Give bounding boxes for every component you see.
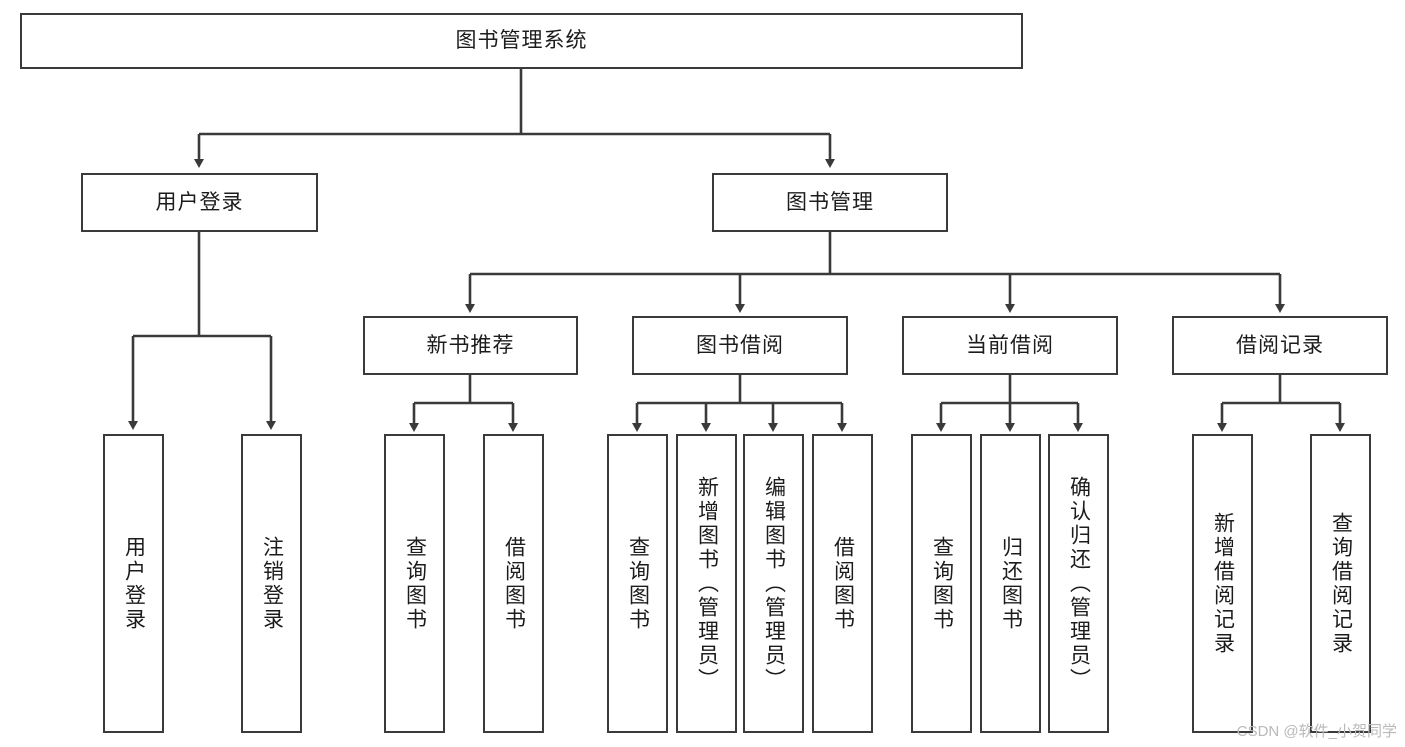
node-leaf-user-login[interactable]: 用户登录 (103, 434, 164, 733)
node-leaf-logout[interactable]: 注销登录 (241, 434, 302, 733)
node-leaf-query-book-a-label: 查询图书 (403, 535, 427, 632)
node-borrow-record[interactable]: 借阅记录 (1172, 316, 1388, 375)
node-book-manage[interactable]: 图书管理 (712, 173, 948, 232)
node-leaf-user-login-label: 用户登录 (122, 535, 146, 632)
node-user-login[interactable]: 用户登录 (81, 173, 318, 232)
node-root-system[interactable]: 图书管理系统 (20, 13, 1023, 69)
node-leaf-query-book-a[interactable]: 查询图书 (384, 434, 445, 733)
node-leaf-edit-book[interactable]: 编辑图书（管理员） (743, 434, 804, 733)
node-leaf-add-record-label: 新增借阅记录 (1211, 511, 1235, 656)
node-leaf-confirm-return[interactable]: 确认归还（管理员） (1048, 434, 1109, 733)
node-leaf-borrow-book-a[interactable]: 借阅图书 (483, 434, 544, 733)
node-leaf-add-book[interactable]: 新增图书（管理员） (676, 434, 737, 733)
node-root-system-label: 图书管理系统 (455, 29, 588, 53)
node-leaf-add-record[interactable]: 新增借阅记录 (1192, 434, 1253, 733)
node-leaf-confirm-return-label: 确认归还（管理员） (1067, 475, 1091, 692)
node-leaf-query-book-b-label: 查询图书 (626, 535, 650, 632)
node-leaf-query-record[interactable]: 查询借阅记录 (1310, 434, 1371, 733)
node-current-borrow-label: 当前借阅 (966, 333, 1054, 357)
node-leaf-query-record-label: 查询借阅记录 (1329, 511, 1353, 656)
node-new-book-recommend[interactable]: 新书推荐 (363, 316, 578, 375)
node-leaf-borrow-book-b[interactable]: 借阅图书 (812, 434, 873, 733)
node-leaf-query-book-c-label: 查询图书 (930, 535, 954, 632)
node-current-borrow[interactable]: 当前借阅 (902, 316, 1118, 375)
node-leaf-return-book-label: 归还图书 (999, 535, 1023, 632)
node-borrow-record-label: 借阅记录 (1236, 333, 1324, 357)
node-book-borrow[interactable]: 图书借阅 (632, 316, 848, 375)
node-leaf-borrow-book-b-label: 借阅图书 (831, 535, 855, 632)
node-new-book-recommend-label: 新书推荐 (426, 333, 515, 357)
node-leaf-return-book[interactable]: 归还图书 (980, 434, 1041, 733)
csdn-watermark: CSDN @软件_小贺同学 (1236, 723, 1397, 740)
node-book-manage-label: 图书管理 (786, 190, 874, 214)
node-user-login-label: 用户登录 (155, 190, 244, 214)
node-leaf-query-book-c[interactable]: 查询图书 (911, 434, 972, 733)
node-leaf-query-book-b[interactable]: 查询图书 (607, 434, 668, 733)
node-book-borrow-label: 图书借阅 (696, 333, 784, 357)
node-leaf-edit-book-label: 编辑图书（管理员） (762, 475, 786, 692)
node-leaf-logout-label: 注销登录 (260, 535, 284, 632)
node-leaf-borrow-book-a-label: 借阅图书 (502, 535, 526, 632)
node-leaf-add-book-label: 新增图书（管理员） (695, 475, 719, 692)
